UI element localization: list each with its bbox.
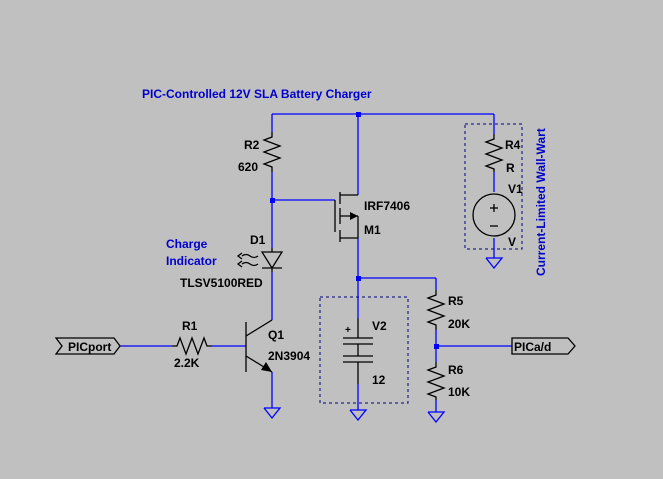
junction: [270, 198, 275, 203]
ground-symbol: [485, 257, 504, 270]
resistor-r2[interactable]: R2 620: [238, 132, 282, 174]
d1-ref: D1: [250, 233, 266, 247]
r2-value: 620: [238, 160, 258, 174]
v2-value: 12: [372, 373, 386, 387]
picad-label: PICa/d: [514, 340, 551, 354]
resistor-r4[interactable]: R4 R: [484, 134, 521, 175]
battery-plus-sign: +: [345, 325, 351, 336]
schematic-title: PIC-Controlled 12V SLA Battery Charger: [142, 87, 372, 101]
r4-value: R: [506, 161, 515, 175]
junction: [356, 112, 361, 117]
port-picport[interactable]: PICport: [54, 337, 121, 355]
transistor-q1[interactable]: Q1 2N3904: [245, 319, 310, 373]
q1-ref: Q1: [268, 328, 284, 342]
v1-value: V: [508, 235, 516, 249]
wallwart-box: [464, 123, 523, 250]
r5-value: 20K: [448, 317, 470, 331]
led-d1[interactable]: D1 TLSV5100RED: [180, 233, 284, 290]
picport-label: PICport: [68, 340, 111, 354]
battery-box: [319, 296, 409, 404]
wallwart-label: Current-Limited Wall-Wart: [534, 128, 548, 276]
resistor-r1[interactable]: R1 2.2K: [172, 319, 212, 370]
port-picad[interactable]: PICa/d: [511, 337, 576, 355]
v2-ref: V2: [372, 319, 387, 333]
ground-symbol: [427, 411, 446, 424]
r2-ref: R2: [244, 138, 260, 152]
d1-value: TLSV5100RED: [180, 276, 263, 290]
resistor-r5[interactable]: R5 20K: [426, 290, 470, 331]
wires: [120, 113, 512, 412]
ground-symbol: [263, 407, 282, 420]
m1-ref: M1: [364, 223, 381, 237]
r6-value: 10K: [448, 385, 470, 399]
r5-ref: R5: [448, 294, 464, 308]
battery-v2[interactable]: + V2 12: [343, 318, 387, 387]
junction: [356, 276, 361, 281]
source-v1[interactable]: V1 V: [472, 182, 523, 249]
r6-ref: R6: [448, 363, 464, 377]
charge-note-line1: Charge: [166, 237, 208, 251]
ground-symbol: [349, 409, 368, 422]
v1-ref: V1: [508, 182, 523, 196]
charge-note-line2: Indicator: [166, 254, 217, 268]
r4-ref: R4: [505, 138, 521, 152]
q1-value: 2N3904: [268, 349, 310, 363]
resistor-r6[interactable]: R6 10K: [426, 362, 470, 400]
m1-value: IRF7406: [364, 199, 410, 213]
r1-value: 2.2K: [174, 356, 200, 370]
mosfet-m1[interactable]: IRF7406 M1: [334, 192, 410, 242]
r1-ref: R1: [182, 319, 198, 333]
junction: [434, 344, 439, 349]
